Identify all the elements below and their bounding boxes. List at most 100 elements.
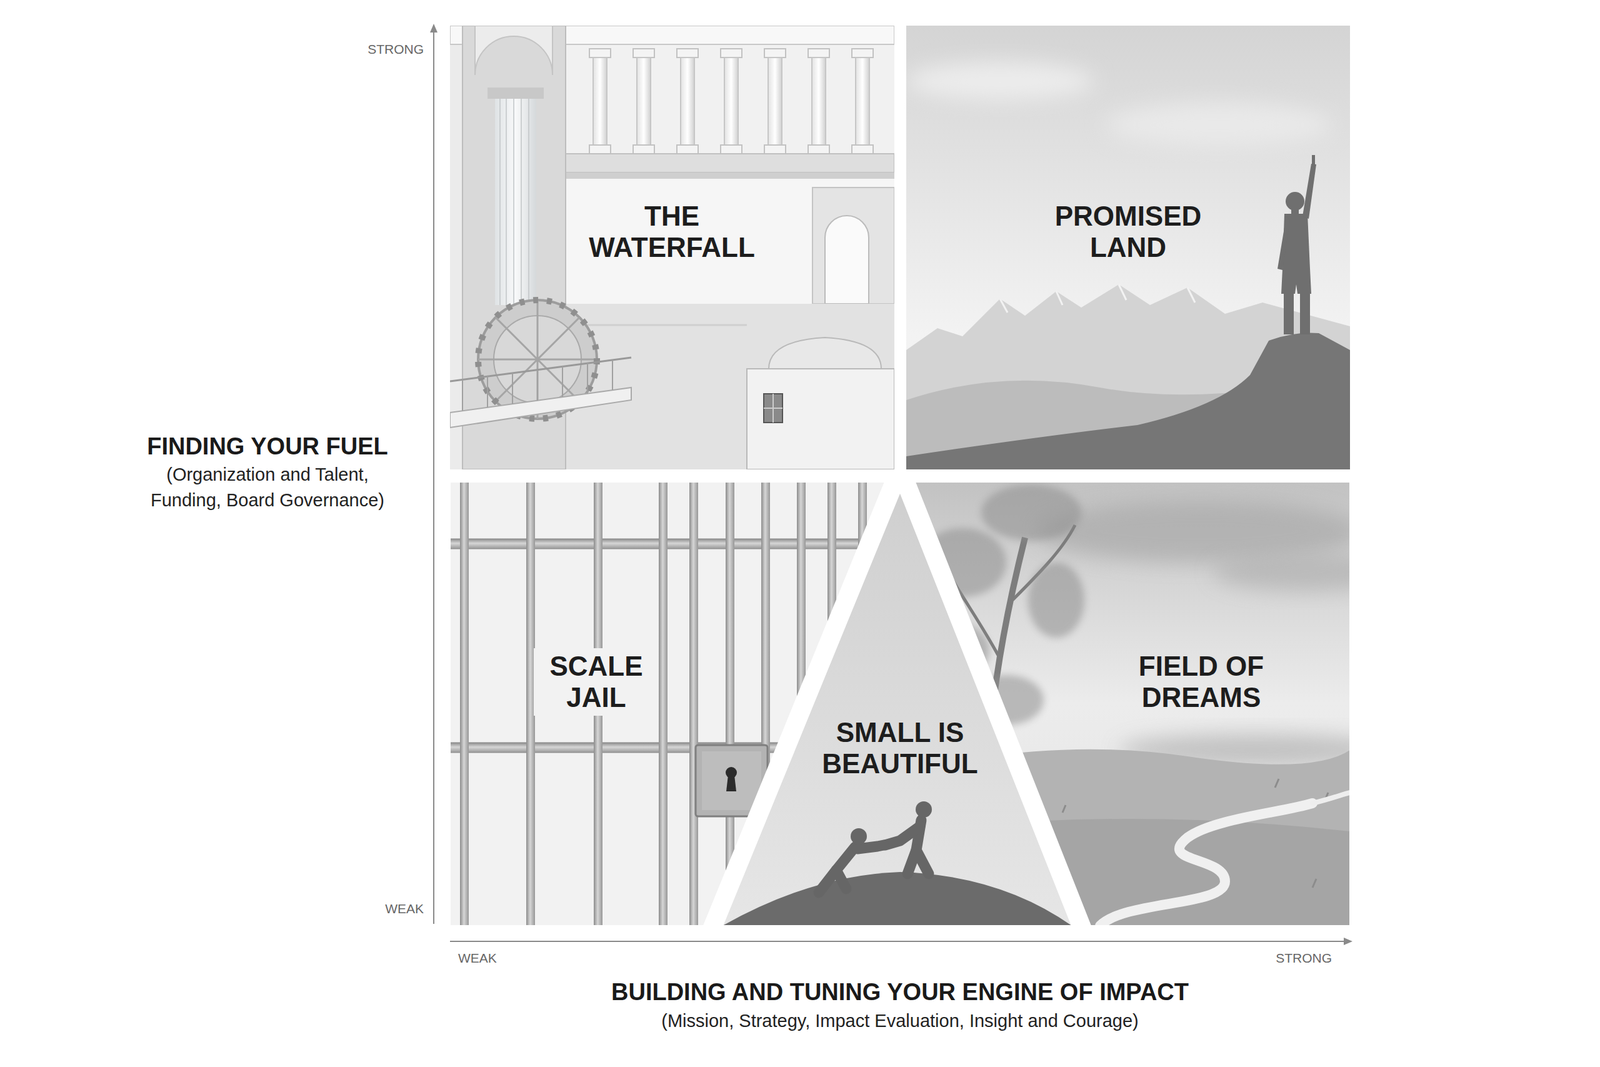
- quadrant-panel: THE WATERFALL: [450, 25, 895, 470]
- waterfall-picture: [764, 48, 786, 154]
- field-of-dreams-picture: [1212, 553, 1400, 591]
- scale-jail-picture: [701, 751, 762, 810]
- axis-tick: STRONG: [1275, 950, 1332, 966]
- quadrant-panel: FIELD OF DREAMS: [915, 481, 1350, 926]
- small-is-beautiful-picture: [907, 850, 929, 874]
- panel-outline: [915, 481, 1350, 926]
- text-group: SCALE JAIL: [533, 648, 659, 715]
- waterfall-picture: [487, 87, 544, 99]
- promised-land-picture: [906, 333, 1350, 470]
- waterfall-picture: [495, 98, 537, 305]
- small-is-beautiful-picture: [915, 801, 932, 818]
- field-of-dreams-picture: [918, 528, 1007, 597]
- waterfall-picture: [676, 48, 699, 154]
- promised-land-picture: [1300, 293, 1310, 335]
- promised-land-picture: [1302, 163, 1317, 219]
- field-of-dreams-picture: [915, 749, 1350, 926]
- waterfall-picture: [633, 48, 655, 154]
- field-of-dreams-picture: [1312, 792, 1350, 804]
- field-of-dreams-picture: [916, 621, 990, 679]
- quadrant-panel: SCALE JAIL: [450, 481, 885, 926]
- promised-land-picture: [1106, 103, 1332, 147]
- waterfall-picture: [565, 25, 895, 170]
- field-of-dreams-picture: [1100, 803, 1313, 926]
- waterfall-picture: [565, 178, 895, 304]
- panel-outline: [450, 481, 885, 926]
- panel-outline: [450, 481, 885, 926]
- waterfall-picture: [768, 337, 882, 369]
- quadrant-title: PROMISED LAND: [1043, 200, 1213, 263]
- waterfall-picture: [565, 153, 895, 173]
- small-is-beautiful-picture: [885, 826, 920, 845]
- axis-tick: STRONG: [367, 41, 424, 57]
- waterfall-picture: [462, 360, 613, 411]
- field-of-dreams-picture: [915, 481, 1400, 926]
- axis-lines: [450, 940, 1345, 942]
- waterfall-picture: [720, 48, 742, 154]
- axis-lines: [1343, 937, 1353, 945]
- waterfall-picture: [851, 48, 874, 154]
- promised-land-picture: [1277, 155, 1317, 335]
- promised-land-picture: [906, 62, 1094, 100]
- scale-jail-picture: [460, 481, 469, 926]
- axis-subtitle: (Mission, Strategy, Impact Evaluation, I…: [661, 1010, 1139, 1032]
- text-group: SMALL IS BEAUTIFUL: [809, 716, 991, 779]
- scale-jail-picture: [725, 481, 735, 926]
- field-of-dreams-picture: [1037, 500, 1363, 563]
- promised-land-picture: [1311, 155, 1315, 165]
- waterfall-picture: [565, 324, 747, 327]
- axis-tick: WEAK: [458, 950, 497, 966]
- waterfall-picture: [450, 357, 632, 382]
- field-of-dreams-picture: [968, 675, 1044, 725]
- waterfall-picture: [763, 393, 783, 423]
- promised-land-picture: [906, 284, 1350, 470]
- small-is-beautiful-picture: [818, 870, 847, 893]
- waterfall-picture: [589, 48, 611, 154]
- triangle-panel: SMALL IS BEAUTIFUL: [722, 491, 1072, 926]
- promised-land-picture: [906, 25, 1350, 470]
- axis-title: FINDING YOUR FUEL: [146, 431, 389, 461]
- promised-land-picture: [1277, 216, 1290, 270]
- small-is-beautiful-picture: [722, 871, 1072, 926]
- waterfall-picture: [565, 303, 895, 470]
- promised-land-picture: [1281, 268, 1312, 294]
- waterfall-picture: [450, 25, 895, 470]
- axis-tick: WEAK: [385, 900, 424, 917]
- quadrant-panel: PROMISED LAND: [906, 25, 1350, 470]
- small-is-beautiful-picture: [850, 828, 867, 845]
- small-is-beautiful-picture: [722, 801, 1072, 926]
- field-of-dreams-picture: [1028, 562, 1085, 638]
- scale-jail-picture: [689, 481, 699, 926]
- quadrant-title: SMALL IS BEAUTIFUL: [809, 716, 991, 779]
- field-of-dreams-picture: [916, 484, 1085, 725]
- field-of-dreams-picture: [981, 484, 1082, 541]
- waterfall-picture: [763, 393, 783, 423]
- text-group: THE WATERFALL: [578, 200, 766, 263]
- panel-outline: [915, 481, 1350, 926]
- text-group: FIELD OF DREAMS: [1123, 650, 1280, 713]
- quadrant-title: SCALE JAIL: [533, 648, 659, 715]
- waterfall-picture: [812, 187, 895, 304]
- waterfall-picture: [565, 172, 895, 179]
- axis-lines: [430, 23, 438, 33]
- axis-lines: [430, 23, 1353, 945]
- waterfall-picture: [825, 215, 869, 304]
- promised-land-picture: [1000, 284, 1195, 313]
- waterfall-picture: [450, 387, 632, 428]
- scale-jail-picture: [450, 538, 888, 549]
- waterfall-picture: [475, 25, 553, 75]
- field-of-dreams-picture: [937, 772, 1329, 888]
- promised-land-picture: [1283, 293, 1294, 335]
- axis-subtitle: (Organization and Talent, Funding, Board…: [133, 461, 402, 514]
- promised-land-picture: [1285, 191, 1305, 211]
- scale-jail-picture: [726, 775, 737, 792]
- panel-outline: [722, 491, 1072, 926]
- scale-jail-picture: [658, 481, 668, 926]
- waterfall-picture: [746, 368, 895, 470]
- scale-jail-picture: [695, 745, 768, 817]
- small-is-beautiful-picture: [857, 845, 884, 849]
- quadrant-title: THE WATERFALL: [578, 200, 766, 263]
- small-is-beautiful-picture: [722, 491, 1072, 926]
